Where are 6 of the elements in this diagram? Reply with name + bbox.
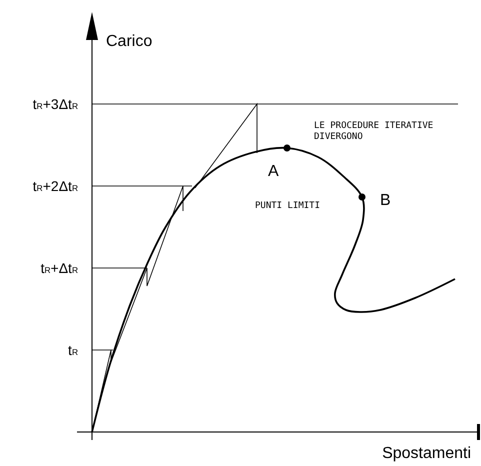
axis-title: Spostamenti (382, 446, 471, 462)
annotation: LE PROCEDURE ITERATIVE DIVERGONO (314, 121, 434, 144)
point-label: B (380, 193, 391, 209)
axis-title: Carico (106, 34, 152, 50)
point-label: A (268, 164, 279, 180)
annotation: PUNTI LIMITI (255, 201, 320, 212)
